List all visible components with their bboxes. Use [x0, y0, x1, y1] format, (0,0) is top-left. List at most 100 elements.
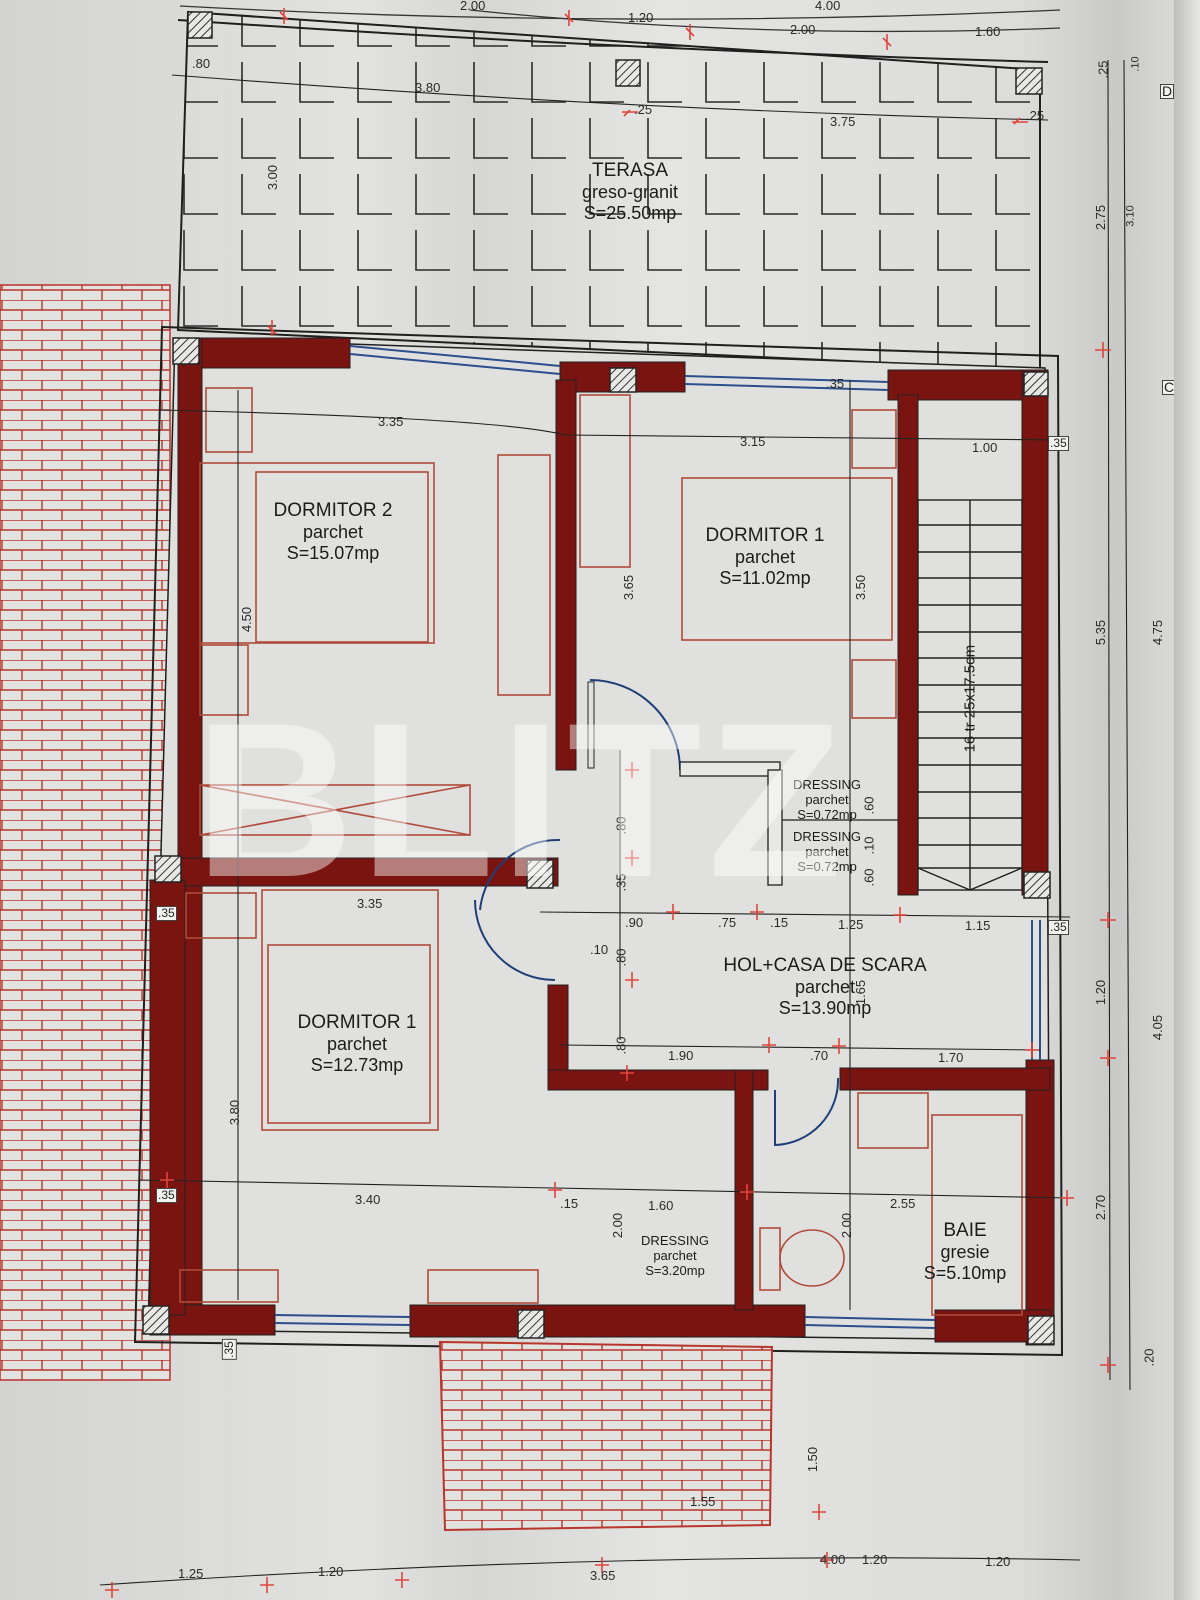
- room-area: S=0.72mp: [797, 806, 857, 822]
- room-hol-casa-de-scara: HOL+CASA DE SCARA parchet S=13.90mp: [700, 955, 950, 1018]
- dim-label: 3.35: [357, 896, 383, 911]
- room-name: DRESSING: [793, 777, 861, 792]
- room-finish: parchet: [326, 1033, 388, 1054]
- room-name: HOL+CASA DE SCARA: [723, 955, 927, 976]
- dim-label: 4.05: [1150, 1014, 1166, 1041]
- dim-label: .10: [1129, 56, 1142, 72]
- dim-label: .60: [861, 868, 877, 887]
- dim-label: 1.00: [972, 440, 998, 455]
- dim-label: .10: [590, 942, 609, 957]
- dim-label: .80: [192, 56, 211, 71]
- room-dormitor-1-bottom: DORMITOR 1 parchet S=12.73mp: [282, 1012, 432, 1075]
- room-name: TERASA: [591, 160, 669, 181]
- wall-thickness-tag: .35: [221, 1339, 237, 1360]
- room-area: S=11.02mp: [719, 567, 811, 588]
- room-terasa: TERASA greso-granit S=25.50mp: [575, 160, 685, 223]
- dim-label: .15: [560, 1196, 579, 1211]
- dim-label: 3.75: [830, 114, 856, 129]
- room-finish: gresie: [940, 1241, 990, 1262]
- room-name: DORMITOR 1: [705, 525, 825, 546]
- dim-label: .60: [861, 796, 877, 815]
- room-name: DRESSING: [793, 829, 861, 844]
- dim-label: 1.15: [965, 918, 991, 933]
- dim-label: 3.35: [378, 414, 404, 429]
- wall-thickness-tag: .35: [156, 1188, 177, 1203]
- dim-label: 2.00: [460, 0, 486, 13]
- dim-label: .80: [613, 816, 629, 835]
- wall-thickness-tag: .35: [1048, 920, 1069, 935]
- dim-label: .35: [826, 376, 845, 391]
- dim-label: 1.20: [318, 1564, 344, 1579]
- dim-label: 1.20: [862, 1552, 888, 1567]
- room-dressing-c: DRESSING parchet S=3.20mp: [625, 1233, 725, 1279]
- dim-label: 1.65: [853, 979, 869, 1006]
- dim-label: 3.10: [1124, 205, 1137, 227]
- dim-label: 1.20: [1093, 979, 1109, 1006]
- dim-label: .80: [613, 948, 629, 967]
- dim-label: 2.55: [890, 1196, 916, 1211]
- room-name: BAIE: [943, 1220, 987, 1241]
- room-area: S=25.50mp: [583, 202, 677, 223]
- room-dormitor-1-top: DORMITOR 1 parchet S=11.02mp: [690, 525, 840, 588]
- paper-edge-shadow: [1174, 0, 1200, 1600]
- wall-thickness-tag: .35: [1048, 436, 1069, 451]
- dim-label: .10: [861, 836, 877, 855]
- dim-label: 1.25: [838, 917, 864, 932]
- dim-label: 1.20: [628, 10, 654, 25]
- dim-label: 5.35: [1093, 619, 1109, 646]
- dim-label: 4.00: [820, 1552, 846, 1567]
- room-finish: parchet: [805, 791, 849, 807]
- dim-label: 4.00: [815, 0, 841, 13]
- dim-label: .80: [613, 1036, 629, 1055]
- dim-label: 1.60: [648, 1198, 674, 1213]
- room-baie: BAIE gresie S=5.10mp: [905, 1220, 1025, 1283]
- dim-label: 1.20: [985, 1554, 1011, 1569]
- dim-label: .90: [625, 915, 644, 930]
- dim-label: .75: [718, 915, 737, 930]
- dim-label: 2.00: [790, 22, 816, 37]
- dim-label: 2.70: [1093, 1194, 1109, 1221]
- dim-label: 4.75: [1150, 619, 1166, 646]
- room-dormitor-2: DORMITOR 2 parchet S=15.07mp: [258, 500, 408, 563]
- dim-label: .25: [1026, 108, 1045, 123]
- room-area: S=15.07mp: [286, 542, 380, 563]
- terrace-area: [176, 10, 1041, 372]
- dim-label: .15: [770, 915, 789, 930]
- entry-paving: [438, 1340, 774, 1532]
- room-area: S=3.20mp: [645, 1262, 705, 1278]
- dim-label: 3.65: [621, 574, 637, 601]
- dim-label: 4.50: [239, 606, 255, 633]
- dim-label: 3.80: [227, 1099, 243, 1126]
- dim-label: 1.70: [938, 1050, 964, 1065]
- room-name: DRESSING: [641, 1233, 709, 1248]
- wall-thickness-tag: .35: [156, 906, 177, 921]
- dim-label: 1.60: [975, 24, 1001, 39]
- room-name: DORMITOR 1: [297, 1012, 417, 1033]
- left-paving: [0, 285, 170, 1380]
- dim-label: 3.15: [740, 434, 766, 449]
- room-name: DORMITOR 2: [273, 500, 393, 521]
- dim-label: 3.40: [355, 1192, 381, 1207]
- dim-label: 3.65: [590, 1568, 616, 1583]
- axis-tag-d: D: [1160, 83, 1175, 99]
- dim-label: 2.75: [1093, 204, 1109, 231]
- room-area: S=13.90mp: [778, 997, 872, 1018]
- room-finish: parchet: [302, 521, 364, 542]
- dim-label: 2.00: [839, 1212, 855, 1239]
- dim-label: 1.50: [805, 1446, 821, 1473]
- dim-label: 2.00: [610, 1212, 626, 1239]
- dim-label: 3.00: [265, 164, 281, 191]
- room-area: S=0.72mp: [797, 858, 857, 874]
- dim-label: .70: [810, 1048, 829, 1063]
- room-finish: parchet: [805, 843, 849, 859]
- dim-label: 1.90: [668, 1048, 694, 1063]
- dim-label: .20: [1141, 1348, 1157, 1367]
- room-finish: parchet: [734, 546, 796, 567]
- room-dressing-b: DRESSING parchet S=0.72mp: [782, 829, 872, 875]
- room-finish: parchet: [794, 976, 856, 997]
- dim-label: .25: [634, 102, 653, 117]
- dim-label: 1.55: [690, 1494, 716, 1509]
- room-finish: greso-granit: [581, 181, 679, 202]
